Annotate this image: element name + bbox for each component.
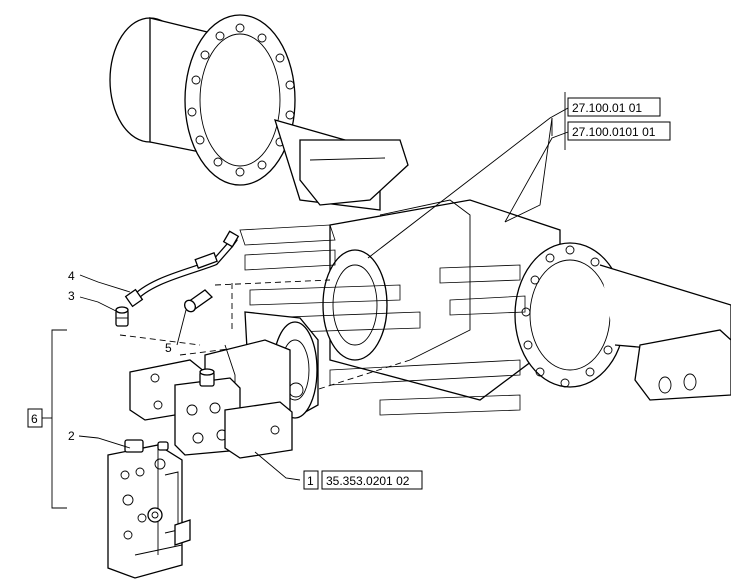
motor-ghost-outline <box>239 224 526 416</box>
ref-box-a <box>567 97 661 117</box>
callout-item-1: 1 <box>307 474 314 488</box>
ref-box-b <box>567 121 671 141</box>
reference-a[interactable]: 27.100.01 01 <box>572 101 642 115</box>
axle-housing <box>109 14 731 401</box>
reference-c[interactable]: 35.353.0201 02 <box>326 474 410 488</box>
callout-box-item-1 <box>303 470 319 490</box>
assembly-lines <box>119 279 411 396</box>
callout-box-item-6 <box>27 408 43 428</box>
leader-lines <box>42 92 569 509</box>
ref-box-c <box>321 470 423 490</box>
callout-item-2: 2 <box>68 429 75 443</box>
callout-item-4: 4 <box>68 269 75 283</box>
hydraulic-hose <box>124 230 240 308</box>
reference-b[interactable]: 27.100.0101 01 <box>572 125 656 139</box>
fitting-elbow <box>115 306 129 327</box>
callout-item-6: 6 <box>31 412 38 426</box>
hydraulic-motor <box>129 311 319 459</box>
bolt <box>184 289 214 313</box>
callout-item-3: 3 <box>68 289 75 303</box>
callout-item-5: 5 <box>165 341 172 355</box>
flange-bolts-left <box>187 23 295 177</box>
valve-block <box>107 439 191 579</box>
